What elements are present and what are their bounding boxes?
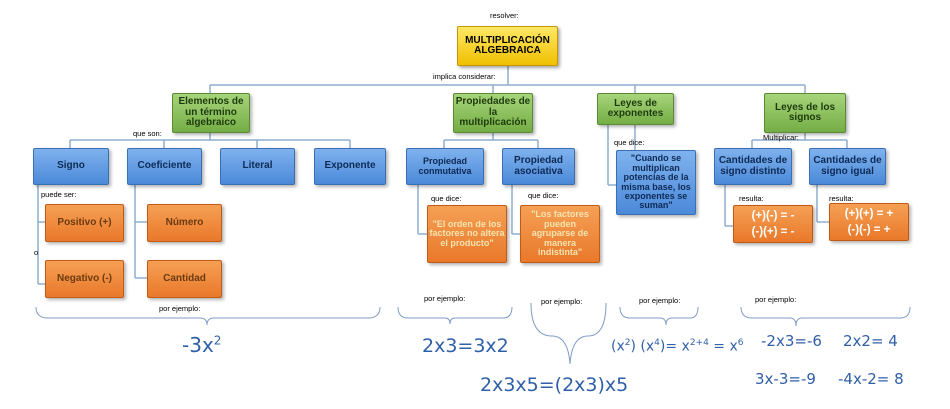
label-por-ejemplo-2: por ejemplo:	[424, 294, 466, 303]
result-distinto-2: (-)(+) = -	[751, 226, 795, 238]
node-cantidad: Cantidad	[147, 260, 222, 298]
label-por-ejemplo-3: por ejemplo:	[541, 297, 583, 306]
example-8: -4x-2= 8	[838, 370, 904, 388]
node-cuando-se-multiplican: "Cuando se multiplican potencias de la m…	[616, 150, 696, 215]
label-por-ejemplo-5: por ejemplo:	[755, 295, 797, 304]
label-o: o	[34, 248, 39, 257]
node-leyes-signos: Leyes de los signos	[764, 93, 846, 133]
label-por-ejemplo-1: por ejemplo:	[159, 304, 201, 313]
label-multiplicar: Multiplicar:	[763, 133, 799, 142]
example-1-exponent: 2	[213, 333, 222, 348]
label-que-dice-3: que dice:	[614, 138, 645, 147]
example-6: 2x2= 4	[843, 332, 898, 350]
example-2: 2x3=3x2	[422, 335, 509, 357]
example-4-part: 4	[654, 338, 660, 348]
label-que-dice-2: que dice:	[528, 191, 559, 200]
node-positivo: Positivo (+)	[45, 204, 124, 242]
label-resulta-1: resulta:	[739, 194, 764, 203]
label-que-dice-1: que dice:	[431, 194, 462, 203]
example-4-part: 2	[624, 338, 631, 348]
example-4-part: 2+4	[689, 338, 709, 348]
node-propiedades: Propiedades de la multiplicación	[453, 93, 533, 133]
node-exponente: Exponente	[314, 148, 386, 185]
example-4-part: (x	[611, 338, 625, 355]
node-propiedad-asociativa: Propiedad asociativa	[502, 148, 575, 185]
label-que-son: que son:	[133, 129, 162, 138]
example-3: 2x3x5=(2x3)x5	[480, 374, 629, 396]
example-5: -2x3=-6	[761, 332, 822, 350]
example-7: 3x-3=-9	[755, 370, 816, 388]
node-cantidades-signo-igual: Cantidades de signo igual	[809, 148, 886, 185]
node-literal: Literal	[220, 148, 295, 185]
node-leyes-exponentes: Leyes de exponentes	[597, 93, 674, 125]
node-cantidades-signo-distinto: Cantidades de signo distinto	[714, 148, 792, 185]
result-igual-1: (+)(+) = +	[844, 207, 894, 220]
label-implica: implica considerar:	[433, 72, 496, 81]
node-coeficiente: Coeficiente	[127, 148, 202, 185]
label-resolver: resolver:	[490, 11, 519, 20]
example-4-part: )= x	[659, 338, 690, 355]
example-1: -3x2	[182, 333, 221, 357]
example-1-base: -3x	[182, 333, 214, 357]
node-signo: Signo	[33, 148, 109, 185]
example-4-part: ) (x	[630, 338, 655, 355]
label-por-ejemplo-4: por ejemplo:	[639, 296, 681, 305]
node-negativo: Negativo (-)	[45, 260, 124, 298]
node-los-factores: "Los factores pueden agruparse de manera…	[520, 205, 600, 263]
example-4-part: = x	[708, 338, 738, 355]
node-el-orden: "El orden de los factores no altera el p…	[427, 205, 507, 263]
result-igual-2: (-)(-) = +	[847, 224, 891, 236]
result-distinto-1: (+)(-) = -	[751, 209, 795, 222]
node-resultado-signo-igual: (+)(+) = + (-)(-) = +	[829, 203, 909, 241]
label-resulta-2: resulta:	[829, 194, 854, 203]
node-multiplicacion-algebraica: MULTIPLICACIÓN ALGEBRAICA	[457, 26, 558, 66]
example-4-part: 6	[737, 338, 744, 348]
node-propiedad-conmutativa: Propiedad conmutativa	[406, 148, 484, 185]
example-4: (x2) (x4)= x2+4 = x6	[611, 338, 743, 355]
node-numero: Número	[147, 204, 222, 242]
node-resultado-signo-distinto: (+)(-) = - (-)(+) = -	[733, 205, 813, 243]
node-elementos: Elementos de un término algebraico	[172, 93, 250, 133]
label-puede-ser: puede ser:	[41, 190, 77, 199]
